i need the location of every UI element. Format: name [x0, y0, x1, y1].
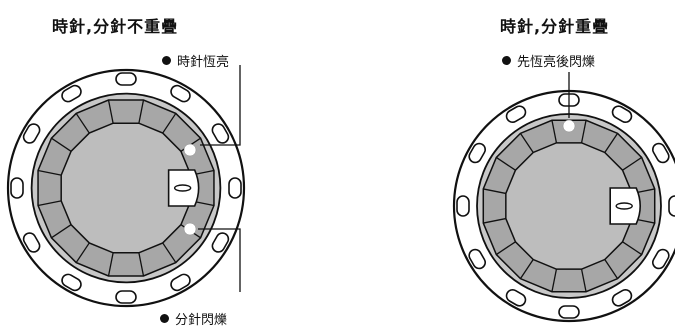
knob-segment-line — [138, 252, 145, 277]
knob-segment-line — [580, 269, 587, 292]
knob-grip — [61, 84, 82, 103]
callout-overlap: 先恆亮後閃爍 — [502, 51, 595, 70]
knob-grip — [22, 232, 41, 253]
knob-tab-slot — [173, 184, 192, 192]
bullet-dot — [160, 314, 169, 323]
knob-segment-line — [551, 269, 558, 292]
hour-leader-line — [200, 65, 241, 146]
knob — [452, 89, 675, 323]
knob-segment-line — [622, 156, 643, 171]
knob-segment-line — [37, 169, 62, 176]
knob-grip — [211, 232, 230, 253]
knob-grip — [558, 305, 580, 319]
knob-segment-line — [604, 259, 619, 280]
knob-segment-line — [483, 217, 506, 224]
knob-grip — [468, 248, 487, 270]
knob-segment-line — [622, 241, 643, 256]
knob-grip — [61, 273, 82, 292]
knob-grip — [170, 84, 191, 103]
knob-grip — [505, 288, 527, 307]
panel-title: 時針,分針不重疊 — [52, 17, 179, 36]
knob-segment-line — [37, 200, 62, 207]
bullet-dot — [502, 56, 511, 65]
knob-grip — [10, 177, 24, 199]
knob-grip — [228, 177, 242, 199]
knob-segment-line — [551, 120, 558, 143]
knob-segment-line — [107, 99, 114, 124]
knob-segment-line — [495, 156, 516, 171]
panel-title: 時針,分針重疊 — [500, 17, 610, 36]
knob-tab — [609, 187, 641, 225]
knob-segment-line — [483, 188, 506, 195]
knob-grip — [651, 142, 670, 164]
panel-overlapping: 時針,分針重疊 先恆亮後閃爍 — [340, 0, 675, 329]
knob-segment-line — [107, 252, 114, 277]
knob-grip — [611, 105, 633, 124]
overlap-hand-light — [562, 119, 576, 133]
knob-segment-line — [75, 242, 90, 263]
knob-segment-line — [519, 132, 534, 153]
knob-segment-line — [604, 132, 619, 153]
callout-minute-text: 分針閃爍 — [175, 313, 228, 328]
knob-segment-line — [51, 137, 72, 152]
knob-grip — [468, 142, 487, 164]
bullet-dot — [162, 56, 171, 65]
knob-grip — [115, 290, 137, 304]
knob-grip — [22, 123, 41, 144]
knob-grip — [651, 248, 670, 270]
callout-minute-hand: 分針閃爍 — [160, 309, 227, 328]
knob-grip — [456, 195, 470, 217]
knob-grip — [115, 72, 137, 86]
knob-grip — [170, 273, 191, 292]
knob-segment-line — [162, 242, 177, 263]
callout-hour-hand: 時針恆亮 — [162, 51, 229, 70]
knob-segment-line — [138, 99, 145, 124]
knob-segment-line — [51, 224, 72, 239]
knob-segment-line — [519, 259, 534, 280]
knob — [6, 68, 246, 308]
knob-segment-line — [580, 120, 587, 143]
hour-hand-light — [183, 143, 197, 157]
knob-segment-line — [495, 241, 516, 256]
knob-diagram-left — [6, 65, 246, 308]
knob-grip — [505, 105, 527, 124]
callout-overlap-text: 先恆亮後閃爍 — [517, 55, 596, 70]
minute-leader-line — [198, 228, 241, 292]
minute-hand-light — [183, 222, 197, 236]
knob-diagram-right — [452, 72, 675, 323]
knob-segment-line — [75, 113, 90, 134]
panel-not-overlapping: 時針,分針不重疊 時針恆亮 分針閃爍 — [6, 17, 246, 328]
knob-grip — [611, 288, 633, 307]
knob-grip — [668, 195, 675, 217]
knob-segment-line — [162, 113, 177, 134]
knob-tab-slot — [615, 202, 633, 210]
callout-hour-text: 時針恆亮 — [177, 55, 230, 70]
knob-tab — [167, 169, 200, 207]
knob-grip — [211, 123, 230, 144]
